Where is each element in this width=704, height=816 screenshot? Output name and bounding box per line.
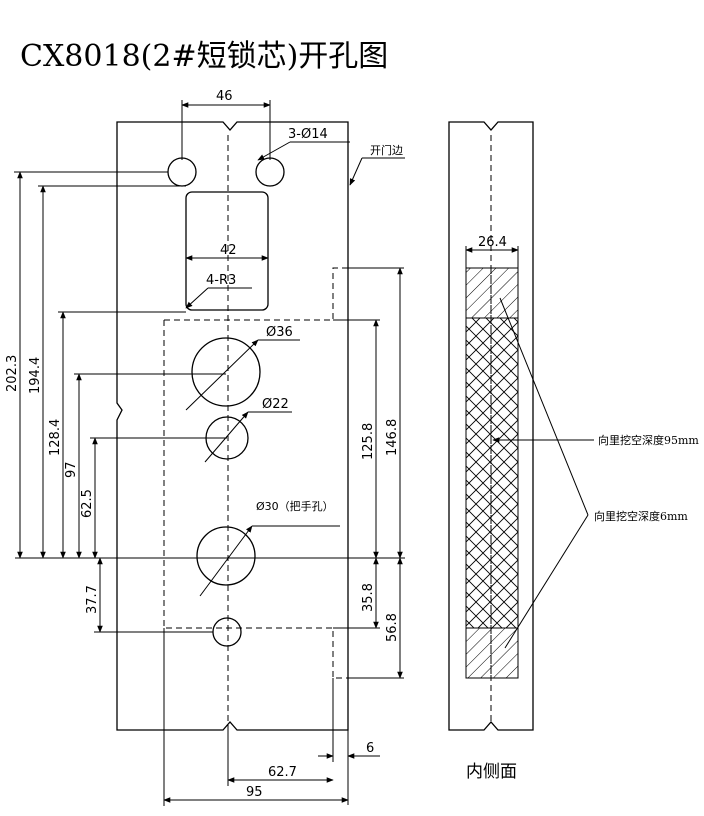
label-d22: Ø22 xyxy=(262,397,289,412)
dim-37-7: 37.7 xyxy=(85,585,100,614)
hole-14-bottom xyxy=(212,617,242,647)
dim-202-3: 202.3 xyxy=(5,355,20,392)
dim-194-4: 194.4 xyxy=(28,357,43,394)
dim-6: 6 xyxy=(366,741,374,756)
label-d30: Ø30（把手孔） xyxy=(256,499,334,513)
dim-97: 97 xyxy=(64,461,79,478)
dim-56-8: 56.8 xyxy=(385,613,400,642)
dim-62-5: 62.5 xyxy=(80,489,95,518)
label-recess-95: 向里挖空深度95mm xyxy=(598,433,699,447)
hole-14-left xyxy=(167,157,197,187)
dim-42: 42 xyxy=(220,243,237,258)
label-3-d14: 3-Ø14 xyxy=(288,127,328,142)
hole-30 xyxy=(196,526,256,586)
dim-146-8: 146.8 xyxy=(385,419,400,456)
label-door-edge: 开门边 xyxy=(370,143,403,157)
recess-hatched-top xyxy=(465,267,519,319)
recess-hatched-bottom xyxy=(465,627,519,679)
dim-46: 46 xyxy=(216,89,233,104)
rect-cutout xyxy=(185,191,269,311)
drawing-title: CX8018(2#短锁芯)开孔图 xyxy=(20,39,388,74)
label-inner-side: 内侧面 xyxy=(466,762,517,782)
hole-14-right xyxy=(255,157,285,187)
hole-36 xyxy=(191,337,261,407)
dim-125-8: 125.8 xyxy=(361,423,376,460)
side-view xyxy=(448,121,534,731)
recess-crosshatch xyxy=(465,317,519,629)
dim-95: 95 xyxy=(246,785,263,800)
dim-35-8: 35.8 xyxy=(361,583,376,612)
label-recess-6: 向里挖空深度6mm xyxy=(594,509,688,523)
label-4-r3: 4-R3 xyxy=(206,273,236,288)
dim-128-4: 128.4 xyxy=(48,419,63,456)
dim-62-7: 62.7 xyxy=(268,765,297,780)
dim-26-4: 26.4 xyxy=(478,235,507,250)
label-d36: Ø36 xyxy=(266,325,293,340)
lock-body-outline xyxy=(163,267,348,679)
